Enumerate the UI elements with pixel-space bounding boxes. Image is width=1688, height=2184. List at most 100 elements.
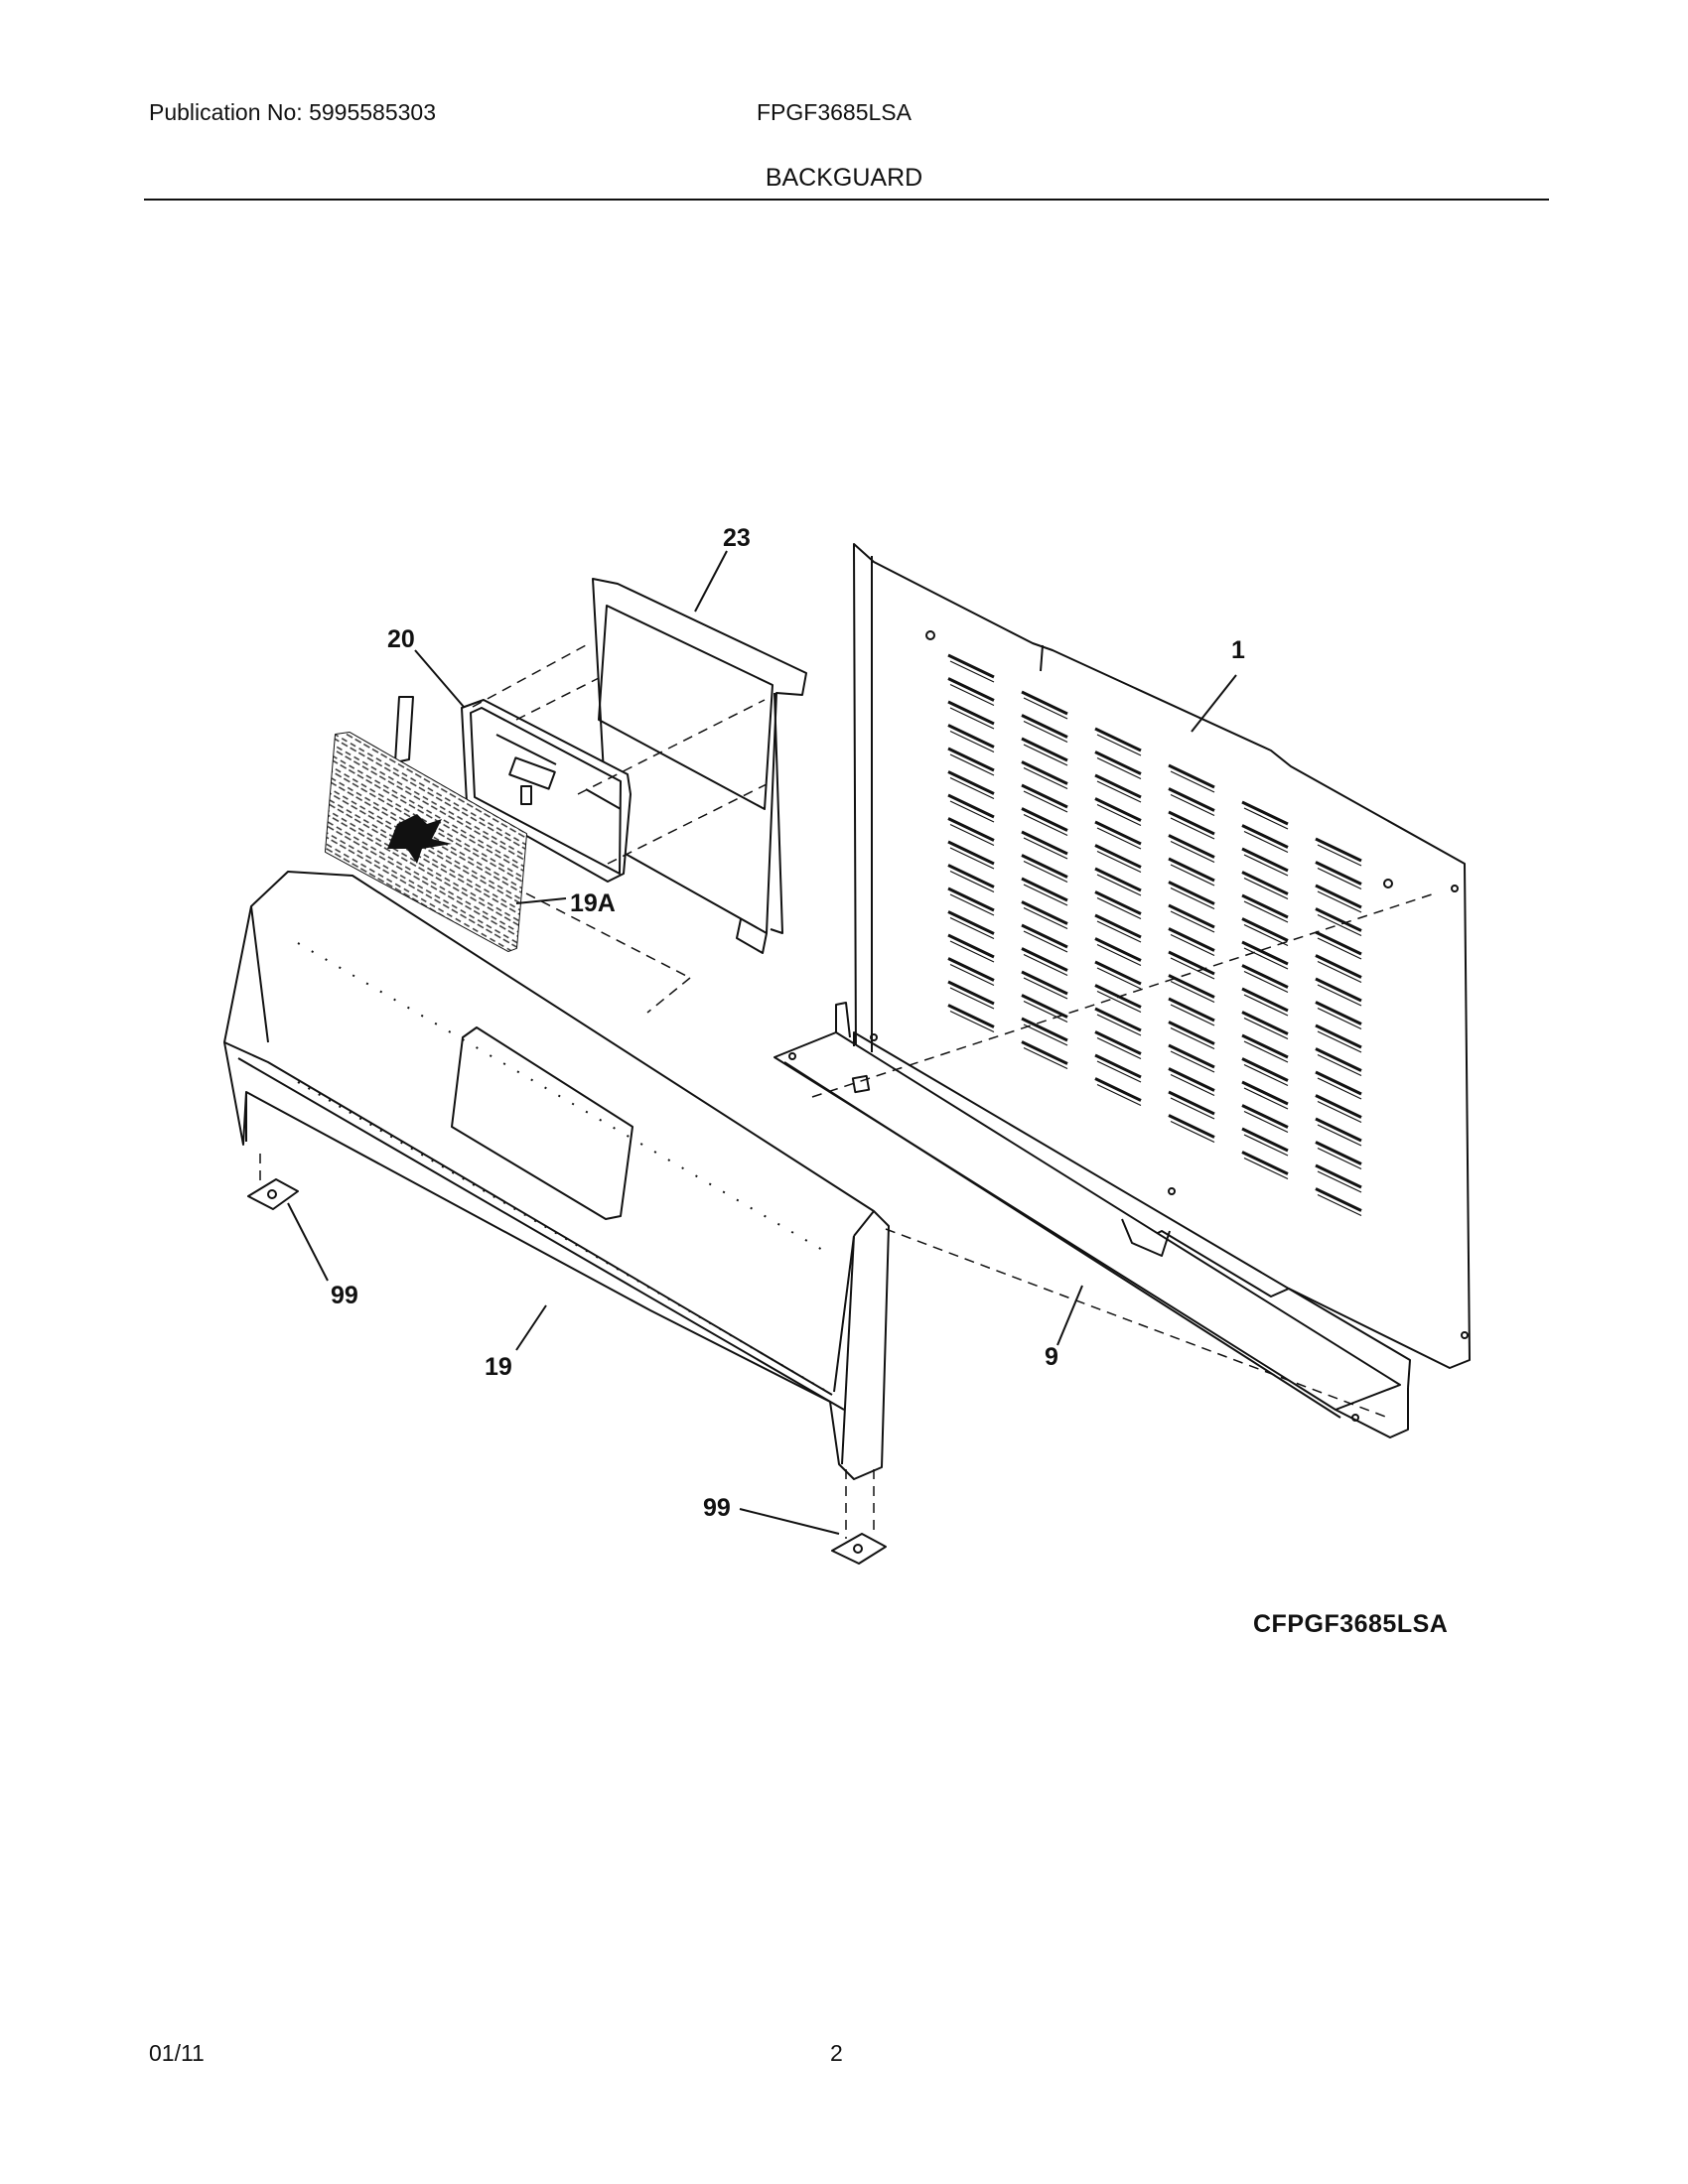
louver-slot-edge <box>949 730 995 753</box>
louver-slot <box>1094 1053 1142 1079</box>
louver-slot-edge <box>949 707 995 730</box>
louver-slot-edge <box>1096 920 1142 943</box>
louver-slot-edge <box>1023 790 1068 813</box>
louver-slot <box>1094 727 1142 752</box>
louver-slot <box>1168 787 1215 812</box>
louver-slot <box>1094 1077 1142 1102</box>
louver-slot-edge <box>1317 1007 1362 1030</box>
louver-slot-edge <box>1096 734 1142 756</box>
louver-slot-edge <box>1317 1030 1362 1053</box>
louver-slot <box>1021 690 1068 716</box>
rear-bracket <box>592 578 807 954</box>
louver-slot <box>1021 877 1068 902</box>
louver-slot <box>1168 1114 1215 1139</box>
louver-slot-edge <box>1243 1134 1289 1157</box>
louver-slot-edge <box>1317 890 1362 913</box>
louver-slot <box>947 840 995 866</box>
louver-slot-edge <box>1243 1017 1289 1040</box>
louver-slot-edge <box>1317 1077 1362 1100</box>
callout-9: 9 <box>1045 1343 1058 1371</box>
louver-slot-edge <box>1096 850 1142 874</box>
louver-slot-edge <box>1317 1100 1362 1124</box>
louver-slot-edge <box>949 660 995 683</box>
leader-lines <box>287 550 1237 1535</box>
louver-slot-edge <box>1023 744 1068 766</box>
louver-slot-edge <box>1317 984 1362 1007</box>
louver-slot <box>1241 847 1289 873</box>
louver-slot <box>1315 1141 1362 1165</box>
louver-slot <box>1315 884 1362 909</box>
callout-19a: 19A <box>570 889 616 917</box>
louver-slot-edge <box>949 987 995 1010</box>
louver-slot <box>1094 984 1142 1009</box>
louver-slot <box>1021 830 1068 856</box>
louver-slot <box>947 700 995 726</box>
louver-slot-edge <box>1243 970 1289 994</box>
louver-slot <box>947 770 995 795</box>
louver-slot-edge <box>1096 967 1142 990</box>
louver-slot-edge <box>1096 896 1142 920</box>
louver-slot <box>1315 837 1362 863</box>
louver-slot-edge <box>949 847 995 870</box>
louver-slot-edge <box>1243 923 1289 947</box>
publication-number: Publication No: 5995585303 <box>149 99 437 125</box>
louver-slot <box>1241 917 1289 942</box>
louver-slot-edge <box>1096 1036 1142 1060</box>
louver-slot-edge <box>949 893 995 916</box>
callout-19: 19 <box>485 1353 512 1381</box>
louver-slot <box>947 864 995 888</box>
louver-slot-edge <box>1317 1147 1362 1170</box>
louver-slot <box>1241 1151 1289 1175</box>
louver-slot-edge <box>1096 990 1142 1014</box>
louver-slot-edge <box>1023 1046 1068 1070</box>
louver-slot-edge <box>1243 947 1289 970</box>
louver-slot <box>1021 783 1068 809</box>
louver-slot <box>1021 900 1068 925</box>
louver-slot <box>1094 890 1142 915</box>
louver-slot <box>1021 970 1068 996</box>
louver-slot <box>947 887 995 912</box>
callout-99-left: 99 <box>331 1282 358 1309</box>
louver-slot <box>1241 893 1289 919</box>
louver-slot-edge <box>1096 780 1142 803</box>
louver-slot <box>1168 857 1215 883</box>
louver-slot-edge <box>1317 844 1362 867</box>
louver-slot <box>1094 867 1142 892</box>
louver-slot <box>1241 1080 1289 1106</box>
louver-slot-edge <box>1317 913 1362 937</box>
louver-slot-edge <box>1096 827 1142 850</box>
louver-slot-edge <box>1096 1083 1142 1107</box>
louver-slot-edge <box>1317 1170 1362 1193</box>
louver-slot <box>1021 923 1068 949</box>
louver-slot-edge <box>1170 864 1215 887</box>
louver-slot <box>1241 824 1289 849</box>
louver-slot <box>1021 737 1068 762</box>
louver-slot <box>1315 1024 1362 1049</box>
louver-slot-edge <box>1317 1124 1362 1147</box>
louver-slot <box>1094 937 1142 962</box>
louver-slot-edge <box>1170 910 1215 933</box>
louver-slot-edge <box>1170 1120 1215 1144</box>
louver-slot-edge <box>1170 1004 1215 1026</box>
louver-slot <box>1241 1011 1289 1035</box>
louver-slot-edge <box>1317 1193 1362 1217</box>
publication-date: 01/11 <box>149 2040 205 2066</box>
model-number: FPGF3685LSA <box>757 99 912 125</box>
louver-slot <box>1315 977 1362 1003</box>
louver-slot-edge <box>949 940 995 963</box>
louver-slot-edge <box>949 800 995 823</box>
louver-slot-edge <box>1023 697 1068 720</box>
louver-slot <box>1168 881 1215 905</box>
louver-slot <box>947 980 995 1006</box>
louver-slot-edge <box>1096 1060 1142 1083</box>
louver-slot <box>1315 1187 1362 1212</box>
louver-slot-edge <box>1317 867 1362 890</box>
louver-slot <box>1094 751 1142 775</box>
louver-slot <box>1241 940 1289 966</box>
louver-slot <box>1168 950 1215 976</box>
louver-slot-edge <box>1243 1040 1289 1063</box>
louver-slot-edge <box>1023 953 1068 977</box>
louver-slot <box>1094 1030 1142 1055</box>
louver-slot-edge <box>949 1010 995 1033</box>
